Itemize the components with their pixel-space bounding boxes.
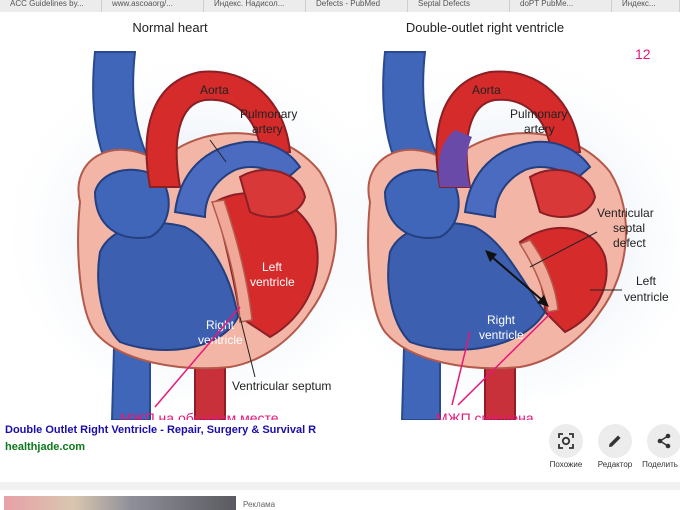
label-right-ventricle-r: Right — [487, 313, 516, 327]
lens-icon — [557, 432, 575, 450]
share-icon — [655, 432, 673, 450]
label-aorta-2: Aorta — [472, 83, 501, 97]
editor-button[interactable] — [598, 424, 632, 458]
label-ventricular-septum: Ventricular septum — [232, 379, 331, 393]
browser-tab[interactable]: doPT PubMe... — [510, 0, 612, 12]
label-left-ventricle-2: ventricle — [250, 275, 295, 289]
heart-illustration[interactable]: Normal heart Double-outlet right ventric… — [0, 12, 680, 420]
label-right-ventricle-2: ventricle — [198, 333, 243, 347]
share-label: Поделить — [630, 460, 680, 469]
similar-button[interactable] — [549, 424, 583, 458]
share-button[interactable] — [647, 424, 680, 458]
section-divider — [0, 482, 680, 490]
label-left-ventricle-r2: ventricle — [624, 290, 669, 304]
page-number: 12 — [635, 46, 651, 62]
label-artery: artery — [252, 122, 283, 136]
label-vsd-1: Ventricular — [597, 206, 654, 220]
browser-tab[interactable]: Индекс... — [612, 0, 680, 12]
ad-thumbnail[interactable] — [4, 496, 236, 510]
result-title-link[interactable]: Double Outlet Right Ventricle - Repair, … — [5, 424, 316, 436]
browser-tab[interactable]: www.ascoaorg/... — [102, 0, 204, 12]
dorv-title: Double-outlet right ventricle — [406, 20, 564, 35]
ad-label: Реклама — [243, 500, 275, 509]
label-pulmonary: Pulmonary — [240, 107, 297, 121]
label-left-ventricle-r: Left — [636, 274, 657, 288]
label-artery-2: artery — [524, 122, 555, 136]
result-site-link[interactable]: healthjade.com — [5, 441, 85, 453]
label-pulmonary-2: Pulmonary — [510, 107, 567, 121]
normal-heart-title: Normal heart — [132, 20, 208, 35]
annotation-displaced-septum: МЖП смещена — [436, 410, 534, 420]
label-right-ventricle-r2: ventricle — [479, 328, 524, 342]
label-vsd-2: septal — [613, 221, 645, 235]
annotation-normal-septum: МЖП на обычном месте — [120, 410, 279, 420]
label-left-ventricle: Left — [262, 260, 283, 274]
pencil-icon — [606, 432, 624, 450]
browser-tab[interactable]: Septal Defects — [408, 0, 510, 12]
browser-tab[interactable]: ACC Guidelines by... — [0, 0, 102, 12]
browser-tab[interactable]: Индекс. Надисол... — [204, 0, 306, 12]
label-vsd-3: defect — [613, 236, 646, 250]
label-aorta: Aorta — [200, 83, 229, 97]
browser-tab[interactable]: Defects - PubMed — [306, 0, 408, 12]
